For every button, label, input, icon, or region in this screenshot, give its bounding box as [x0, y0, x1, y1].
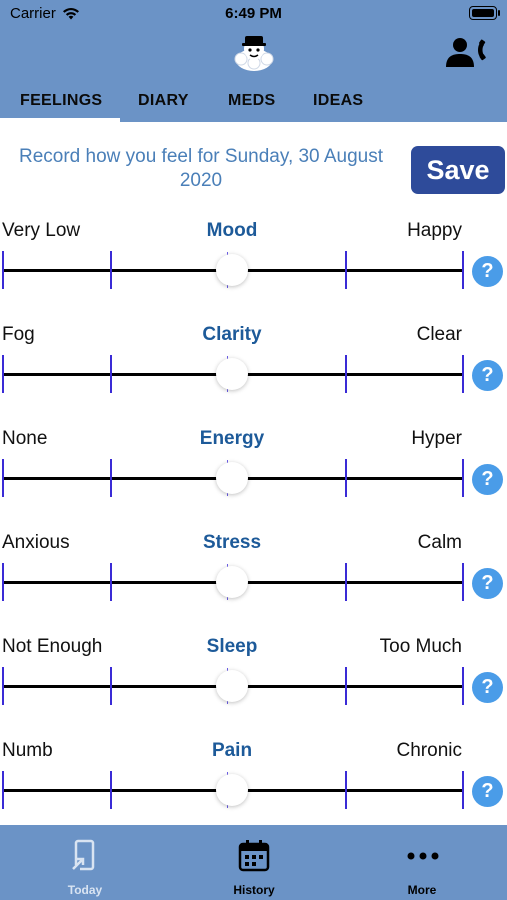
slider-tick — [2, 563, 4, 601]
slider-thumb[interactable] — [216, 670, 248, 702]
slider-tick — [110, 355, 112, 393]
slider-thumb[interactable] — [216, 358, 248, 390]
tabbar-label-more: More — [407, 883, 437, 897]
slider-tick — [110, 459, 112, 497]
tabbar-item-today[interactable]: Today — [35, 825, 135, 900]
help-button[interactable]: ? — [472, 360, 503, 391]
slider-tick — [2, 667, 4, 705]
slider-tick — [462, 459, 464, 497]
slider-tick — [462, 563, 464, 601]
slider-min-label: Not Enough — [2, 636, 103, 657]
slider-max-label: Hyper — [411, 428, 462, 449]
more-dots-icon — [407, 852, 439, 860]
slider-tick — [2, 459, 4, 497]
slider-tick — [110, 771, 112, 809]
slider-title: Mood — [206, 220, 258, 241]
slider-tick — [345, 251, 347, 289]
slider-tick — [345, 355, 347, 393]
slider-tick — [345, 459, 347, 497]
slider-max-label: Clear — [416, 324, 462, 345]
tabbar-item-more[interactable]: More — [372, 825, 472, 900]
app-header: Carrier 6:49 PM FEELINGS DIARY MEDS — [0, 0, 507, 122]
slider-tick — [2, 771, 4, 809]
carrier-label: Carrier — [10, 5, 56, 22]
tab-diary[interactable]: DIARY — [138, 92, 189, 109]
person-phone-icon[interactable] — [444, 36, 490, 68]
slider-thumb[interactable] — [216, 774, 248, 806]
status-time: 6:49 PM — [225, 5, 282, 22]
slider-pain: Numb Pain Chronic? — [0, 740, 507, 844]
slider-max-label: Chronic — [396, 740, 462, 761]
slider-min-label: Anxious — [2, 532, 70, 553]
slider-tick — [462, 251, 464, 289]
wifi-icon — [62, 8, 79, 20]
tab-meds[interactable]: MEDS — [228, 92, 276, 109]
battery-icon — [469, 6, 500, 20]
slider-title: Clarity — [202, 324, 262, 345]
calendar-icon — [238, 840, 270, 872]
slider-title: Energy — [199, 428, 265, 449]
slider-max-label: Too Much — [379, 636, 462, 657]
slider-min-label: Fog — [2, 324, 35, 345]
tab-feelings[interactable]: FEELINGS — [20, 92, 103, 109]
slider-mood: Very Low Mood Happy? — [0, 220, 507, 324]
slider-tick — [462, 355, 464, 393]
slider-stress: Anxious Stress Calm? — [0, 532, 507, 636]
slider-clarity: Fog Clarity Clear? — [0, 324, 507, 428]
tabbar-label-history: History — [233, 883, 275, 897]
slider-title: Stress — [202, 532, 262, 553]
slider-title: Pain — [211, 740, 253, 761]
slider-sleep: Not Enough Sleep Too Much? — [0, 636, 507, 740]
slider-thumb[interactable] — [216, 566, 248, 598]
tab-ideas[interactable]: IDEAS — [313, 92, 364, 109]
slider-tick — [345, 771, 347, 809]
slider-energy: None Energy Hyper? — [0, 428, 507, 532]
mime-mask-icon — [234, 36, 274, 71]
slider-tick — [2, 355, 4, 393]
slider-min-label: Very Low — [2, 220, 81, 241]
carrier-indicator: Carrier — [10, 5, 80, 22]
slider-max-label: Calm — [417, 532, 462, 553]
slider-tick — [345, 563, 347, 601]
slider-thumb[interactable] — [216, 254, 248, 286]
help-button[interactable]: ? — [472, 776, 503, 807]
help-button[interactable]: ? — [472, 256, 503, 287]
slider-min-label: None — [2, 428, 48, 449]
tabbar-item-history[interactable]: History — [204, 825, 304, 900]
slider-tick — [462, 771, 464, 809]
slider-tick — [345, 667, 347, 705]
today-icon — [72, 839, 95, 871]
bottom-tab-bar: Today History More — [0, 825, 507, 900]
top-tabs: FEELINGS DIARY MEDS IDEAS — [0, 80, 507, 122]
slider-tick — [2, 251, 4, 289]
help-button[interactable]: ? — [472, 672, 503, 703]
active-tab-indicator — [0, 118, 120, 122]
slider-tick — [110, 667, 112, 705]
record-date-title: Record how you feel for Sunday, 30 Augus… — [18, 146, 384, 191]
slider-tick — [110, 251, 112, 289]
help-button[interactable]: ? — [472, 464, 503, 495]
slider-thumb[interactable] — [216, 462, 248, 494]
status-bar: Carrier 6:49 PM — [0, 0, 507, 28]
slider-tick — [110, 563, 112, 601]
save-button[interactable]: Save — [411, 146, 505, 194]
slider-max-label: Happy — [407, 220, 462, 241]
tabbar-label-today: Today — [67, 883, 103, 897]
help-button[interactable]: ? — [472, 568, 503, 599]
slider-tick — [462, 667, 464, 705]
slider-min-label: Numb — [2, 740, 53, 761]
slider-title: Sleep — [206, 636, 258, 657]
